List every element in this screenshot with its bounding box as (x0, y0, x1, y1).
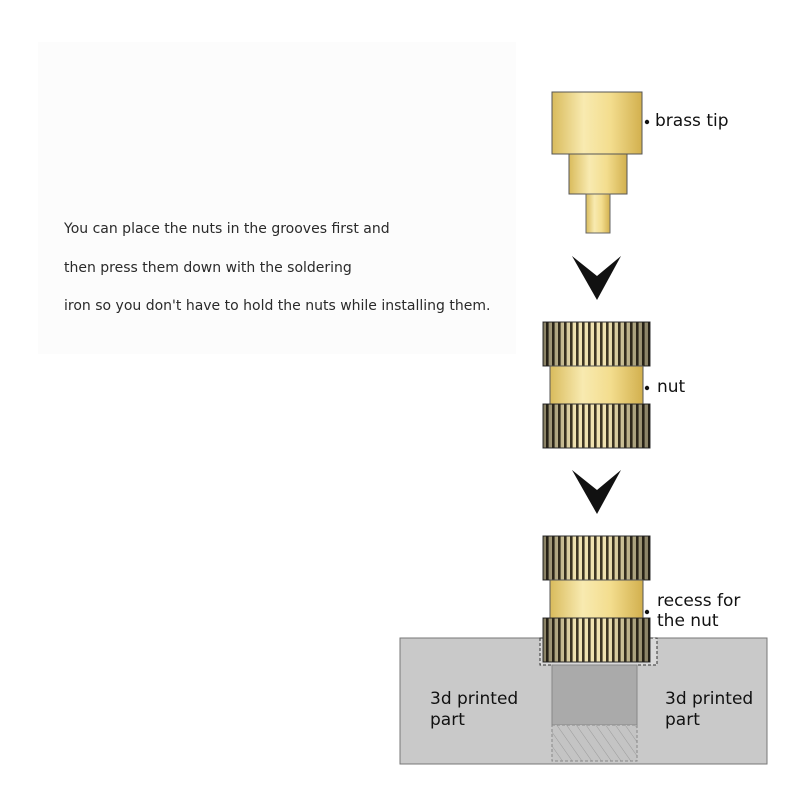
note-line-3: iron so you don't have to hold the nuts … (64, 298, 491, 314)
recess-label-line2: the nut (657, 611, 719, 631)
note-line-2: then press them down with the soldering (64, 260, 352, 276)
recess-marker (644, 609, 650, 615)
brass-tip-marker (644, 119, 650, 125)
part-right-label-line1: 3d printed (665, 689, 754, 709)
brass-tip (551, 91, 643, 234)
nut-standalone (542, 321, 651, 449)
down-arrow-2 (572, 470, 621, 514)
note-panel (38, 42, 516, 354)
nut-marker (644, 385, 650, 391)
nut-label: nut (657, 377, 686, 397)
recess-label-line1: recess for (657, 591, 741, 611)
part-left-label-line2: part (430, 710, 465, 730)
hole (551, 664, 638, 726)
down-arrow-1 (572, 256, 621, 300)
nut-seated (542, 535, 651, 663)
note-line-1: You can place the nuts in the grooves fi… (64, 221, 390, 237)
brass-tip-label: brass tip (655, 111, 729, 131)
part-right-label-line2: part (665, 710, 700, 730)
hole-bottom (551, 724, 638, 762)
part-left-label-line1: 3d printed (430, 689, 519, 709)
